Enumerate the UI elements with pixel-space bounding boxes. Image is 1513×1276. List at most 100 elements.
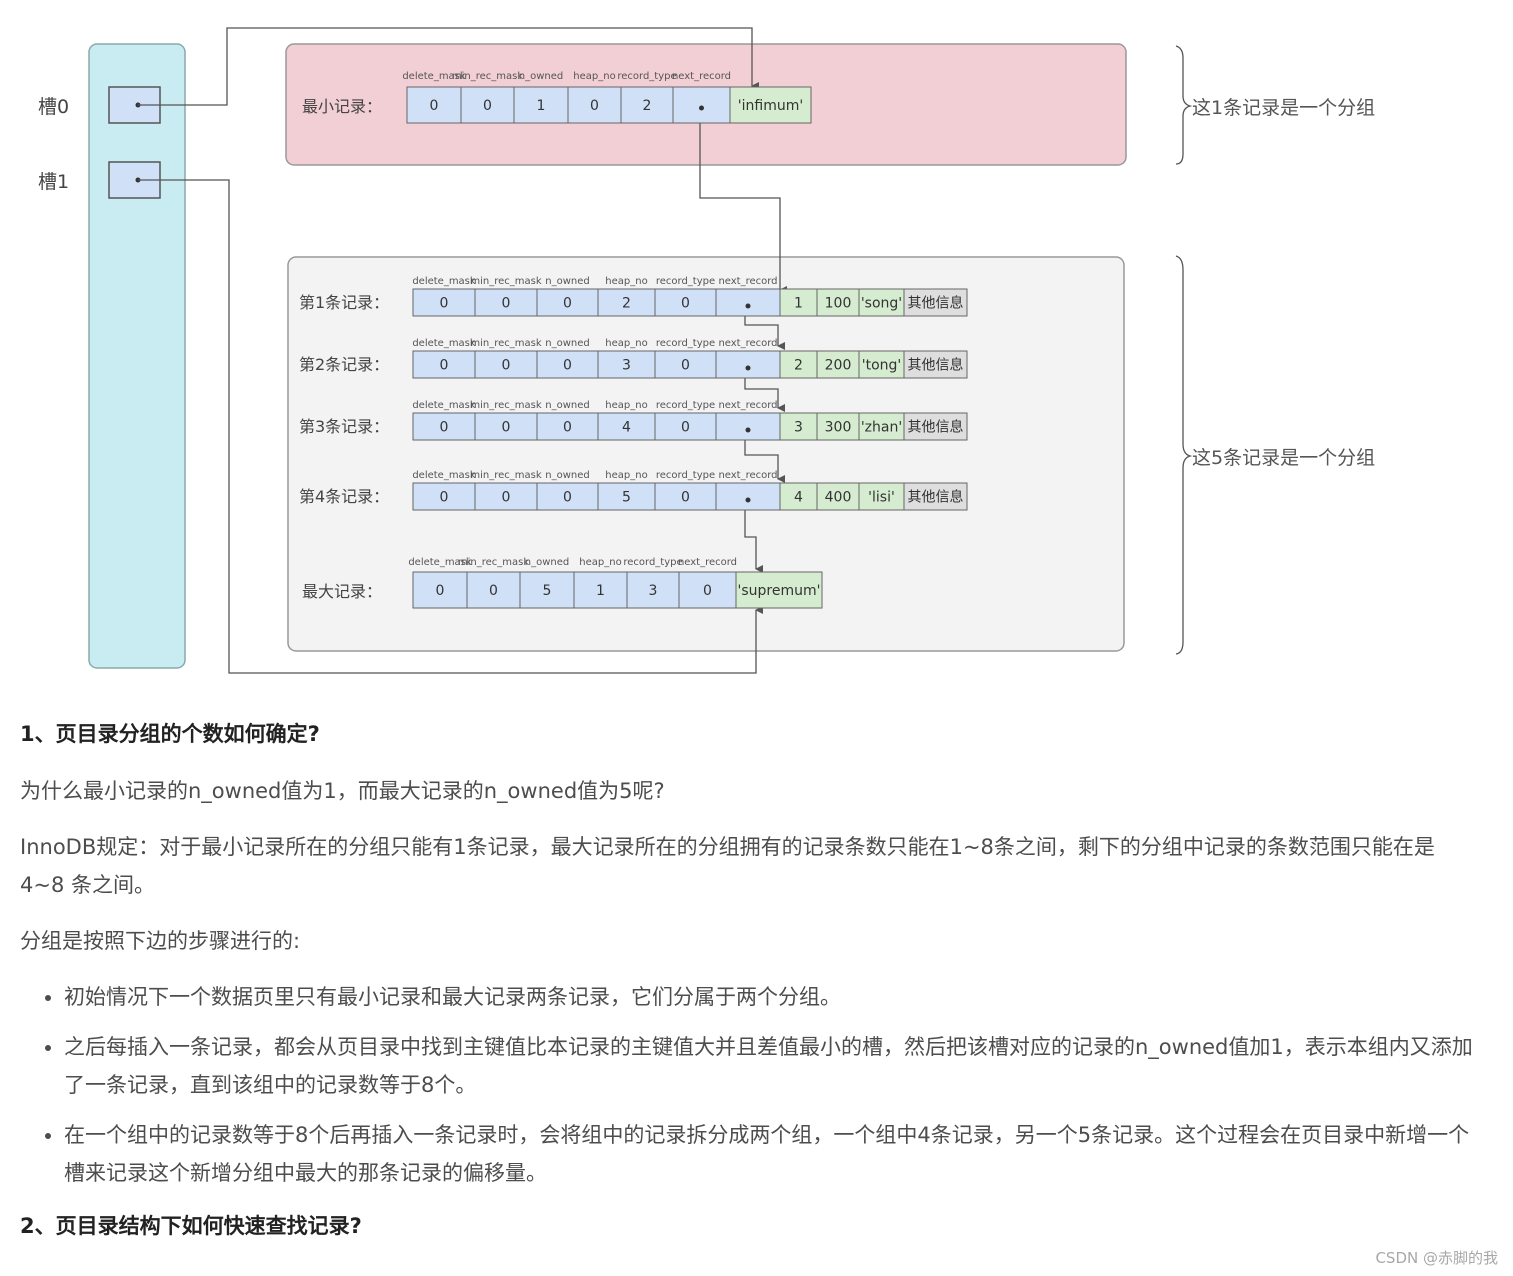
min-record-data-cell: [729, 86, 812, 124]
user-record-2-field-value: 0: [440, 358, 449, 374]
max-record-field-cell: [678, 571, 737, 609]
user-record-1-data-cell: [858, 288, 905, 317]
user-record-3-field-cell: [474, 412, 538, 441]
max-record-field-cell: [626, 571, 680, 609]
user-record-1-field-cell: [474, 288, 538, 317]
user-record-4-data-value: 'lisi': [868, 490, 895, 506]
list-item: 之后每插入一条记录，都会从页目录中找到主键值比本记录的主键值大并且差值最小的槽，…: [64, 1028, 1480, 1104]
user-record-2-header-delete_mask: delete_mask: [412, 338, 476, 349]
next-record-dot: [699, 105, 704, 111]
user-record-1-data-value: 其他信息: [908, 295, 964, 312]
user-record-4-data-cell: [903, 482, 968, 511]
user-record-2-data-cell: [903, 350, 968, 379]
min-record-header-heap_no: heap_no: [573, 71, 615, 82]
slot-0-pointer: [138, 27, 759, 106]
rec4-next-pointer: [744, 501, 763, 573]
user-record-4-field-value: 5: [622, 490, 631, 506]
user-record-2-field-value: 0: [563, 358, 572, 374]
max-record-field-value: 3: [649, 583, 658, 599]
user-record-4-header-delete_mask: delete_mask: [412, 470, 476, 481]
user-record-4-field-cell: [412, 482, 476, 511]
user-record-3-header-record_type: record_type: [656, 400, 715, 411]
user-record-2-label: 第2条记录：: [299, 355, 389, 374]
user-record-2-data-value: 其他信息: [908, 357, 964, 374]
paragraph-steps-intro: 分组是按照下边的步骤进行的:: [20, 929, 301, 953]
user-record-3-field-cell: [597, 412, 656, 441]
max-record-header-delete_mask: delete_mask: [408, 557, 472, 568]
user-record-1-label: 第1条记录：: [299, 293, 389, 312]
user-record-3-header-delete_mask: delete_mask: [412, 400, 476, 411]
user-record-2-data-value: 'tong': [862, 358, 902, 374]
rec3-next-pointer: [744, 430, 785, 483]
min-record-header-n_owned: n_owned: [519, 71, 563, 82]
user-record-3-data-cell: [779, 412, 818, 441]
user-record-1-data-cell: [816, 288, 860, 317]
min-record-data-value: 'infimum': [738, 98, 803, 114]
user-record-2-field-cell: [654, 350, 717, 379]
user-record-2-data-value: 2: [794, 358, 803, 374]
user-record-3-data-value: 3: [794, 420, 803, 436]
user-record-1-field-cell: [715, 288, 781, 317]
user-record-4-label: 第4条记录：: [299, 487, 389, 506]
user-record-3-field-value: 0: [502, 420, 511, 436]
next-record-dot: [745, 427, 751, 433]
user-record-3-field-cell: [715, 412, 781, 441]
min-record-field-cell: [406, 86, 462, 124]
user-record-2-header-next_record: next_record: [718, 338, 777, 349]
max-record-field-value: 0: [436, 583, 445, 599]
user-record-4-data-value: 4: [794, 490, 803, 506]
user-record-1-field-value: 0: [440, 296, 449, 312]
max-record-header-min_rec_mask: min_rec_mask: [458, 557, 529, 568]
paragraph-innodb-rule: InnoDB规定：对于最小记录所在的分组只能有1条记录，最大记录所在的分组拥有的…: [20, 835, 1435, 897]
user-record-4-field-cell: [536, 482, 599, 511]
user-record-3-header-n_owned: n_owned: [545, 400, 589, 411]
next-record-dot: [745, 365, 751, 371]
user-record-3-field-cell: [654, 412, 717, 441]
min-record-field-cell: [567, 86, 622, 124]
user-record-3-header-min_rec_mask: min_rec_mask: [470, 400, 541, 411]
user-record-1-field-value: 0: [681, 296, 690, 312]
min-record-field-value: 2: [643, 98, 652, 114]
heading-fast-lookup: 2、页目录结构下如何快速查找记录?: [20, 1214, 362, 1238]
min-record-field-value: 0: [590, 98, 599, 114]
user-record-3-field-cell: [536, 412, 599, 441]
csdn-watermark: CSDN @赤脚的我: [1375, 1249, 1498, 1267]
user-record-4-header-min_rec_mask: min_rec_mask: [470, 470, 541, 481]
max-record-field-value: 0: [489, 583, 498, 599]
user-record-1-field-cell: [597, 288, 656, 317]
user-record-1-header-min_rec_mask: min_rec_mask: [470, 276, 541, 287]
bottom-group-note: 这5条记录是一个分组: [1192, 447, 1375, 469]
user-record-4-header-n_owned: n_owned: [545, 470, 589, 481]
user-record-4-field-cell: [654, 482, 717, 511]
article-body: 1、页目录分组的个数如何确定? 为什么最小记录的n_owned值为1，而最大记录…: [20, 718, 1480, 1264]
user-record-3-data-value: 300: [825, 420, 852, 436]
user-record-3-field-value: 0: [563, 420, 572, 436]
top-group-note: 这1条记录是一个分组: [1192, 97, 1375, 119]
min-record-header-delete_mask: delete_mask: [402, 71, 466, 82]
user-record-3-data-value: 其他信息: [908, 419, 964, 436]
slot-1-pointer: [138, 179, 763, 674]
user-record-2-data-cell: [858, 350, 905, 379]
max-record-header-heap_no: heap_no: [579, 557, 621, 568]
min-record-field-value: 0: [430, 98, 439, 114]
min-record-field-value: 0: [483, 98, 492, 114]
infimum-next-pointer: [699, 108, 787, 294]
user-record-1-field-value: 2: [622, 296, 631, 312]
user-record-2-field-cell: [715, 350, 781, 379]
min-record-field-cell: [513, 86, 569, 124]
min-record-header-record_type: record_type: [617, 71, 676, 82]
user-record-4-header-heap_no: heap_no: [605, 470, 647, 481]
min-record-field-value: 1: [537, 98, 546, 114]
heading-group-count: 1、页目录分组的个数如何确定?: [20, 722, 320, 746]
max-record-field-cell: [412, 571, 468, 609]
max-record-header-next_record: next_record: [678, 557, 737, 568]
max-record-field-cell: [573, 571, 628, 609]
user-record-2-data-value: 200: [825, 358, 852, 374]
user-record-1-data-value: 'song': [861, 296, 902, 312]
user-record-1-data-cell: [903, 288, 968, 317]
user-record-3-data-cell: [903, 412, 968, 441]
top-group-brace: [1175, 45, 1193, 165]
user-record-3-data-cell: [858, 412, 905, 441]
user-record-4-field-value: 0: [502, 490, 511, 506]
